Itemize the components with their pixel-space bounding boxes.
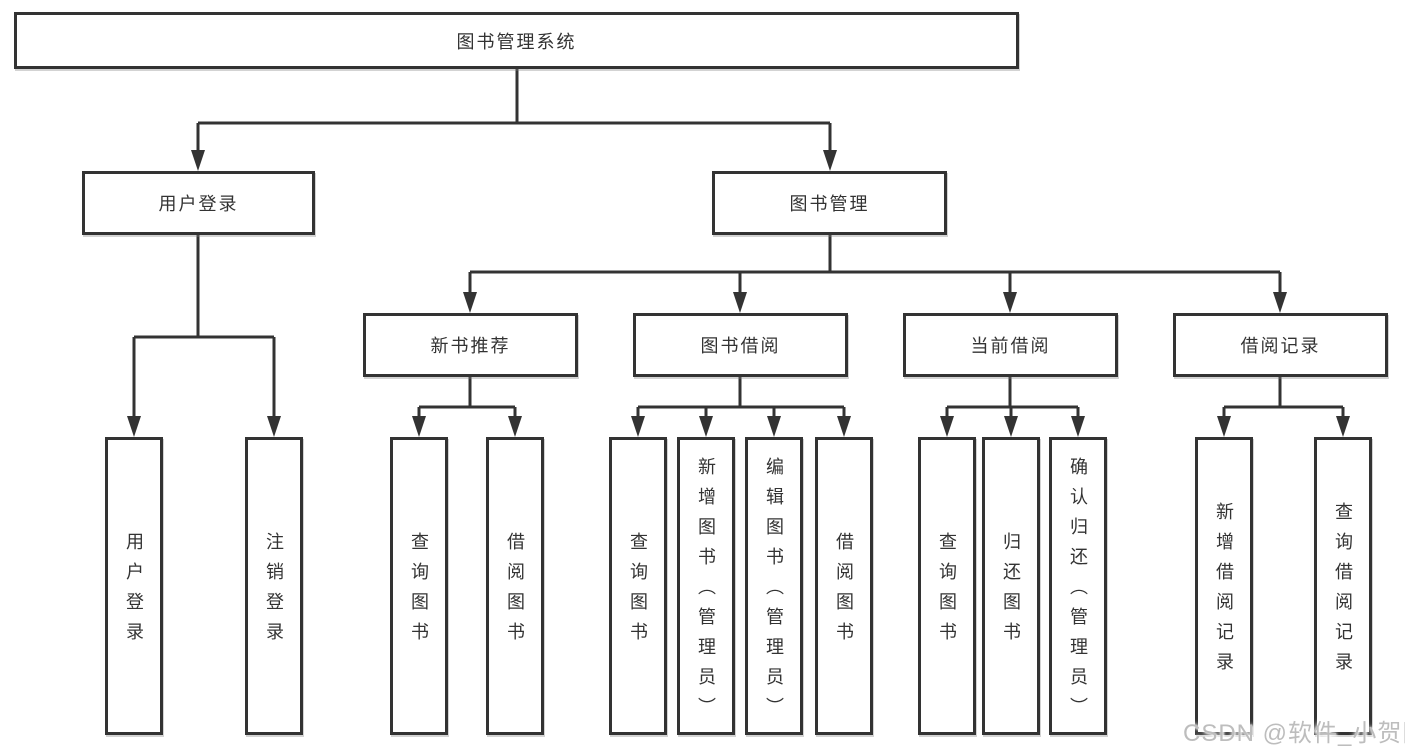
leaf-cb-query-books: 查询图书 bbox=[918, 437, 976, 735]
leaf-user-login-label: 用户登录 bbox=[124, 532, 144, 652]
arrow-down-icon bbox=[1217, 416, 1231, 437]
arrow-down-icon bbox=[1003, 292, 1017, 313]
connector-root-to-level2 bbox=[196, 69, 832, 152]
arrow-down-icon bbox=[463, 292, 477, 313]
connector-line bbox=[417, 377, 517, 418]
leaf-bb-query-books: 查询图书 bbox=[609, 437, 667, 735]
leaf-cb-confirm-return-admin: 确认归还（管理员） bbox=[1049, 437, 1107, 735]
node-root-label: 图书管理系统 bbox=[456, 31, 577, 52]
connector-bookborrow-to-leaves bbox=[636, 377, 846, 418]
arrow-down-icon bbox=[267, 416, 281, 437]
node-book-management: 图书管理 bbox=[712, 171, 947, 235]
node-current-borrow: 当前借阅 bbox=[903, 313, 1118, 377]
leaf-cb-return-books: 归还图书 bbox=[982, 437, 1040, 735]
arrow-down-icon bbox=[191, 150, 205, 171]
node-root: 图书管理系统 bbox=[14, 12, 1019, 69]
arrow-down-icon bbox=[1004, 416, 1018, 437]
connector-currentborrow-to-leaves bbox=[945, 377, 1080, 418]
node-new-book-recommend: 新书推荐 bbox=[363, 313, 578, 377]
connector-bookmgmt-to-level3 bbox=[468, 235, 1282, 294]
arrow-down-icon bbox=[1071, 416, 1085, 437]
node-book-borrow-label: 图书借阅 bbox=[700, 336, 781, 356]
leaf-bb-add-books-admin: 新增图书（管理员） bbox=[677, 437, 735, 735]
watermark: CSDN @软件_小贺同学 bbox=[1183, 720, 1405, 747]
leaf-bb-borrow-books-label: 借阅图书 bbox=[834, 532, 854, 652]
node-current-borrow-label: 当前借阅 bbox=[970, 336, 1051, 356]
connector-line bbox=[468, 235, 1282, 294]
node-borrow-records-label: 借阅记录 bbox=[1240, 336, 1321, 356]
leaf-bb-edit-books-admin-label: 编辑图书（管理员） bbox=[764, 457, 784, 727]
arrow-down-icon bbox=[508, 416, 522, 437]
node-new-book-recommend-label: 新书推荐 bbox=[430, 336, 511, 356]
leaf-logout-label: 注销登录 bbox=[264, 532, 284, 652]
node-book-management-label: 图书管理 bbox=[789, 194, 870, 214]
arrow-down-icon bbox=[823, 150, 837, 171]
leaf-cb-confirm-return-admin-label: 确认归还（管理员） bbox=[1068, 457, 1088, 727]
arrow-down-icon bbox=[1336, 416, 1350, 437]
leaf-br-query-record: 查询借阅记录 bbox=[1314, 437, 1372, 735]
leaf-br-query-record-label: 查询借阅记录 bbox=[1333, 502, 1353, 682]
arrow-down-icon bbox=[631, 416, 645, 437]
leaf-bb-borrow-books: 借阅图书 bbox=[815, 437, 873, 735]
arrow-down-icon bbox=[412, 416, 426, 437]
node-user-login: 用户登录 bbox=[82, 171, 315, 235]
connector-line bbox=[132, 235, 276, 418]
node-borrow-records: 借阅记录 bbox=[1173, 313, 1388, 377]
leaf-rec-borrow-books-label: 借阅图书 bbox=[505, 532, 525, 652]
connector-line bbox=[196, 69, 832, 152]
leaf-bb-edit-books-admin: 编辑图书（管理员） bbox=[745, 437, 803, 735]
leaf-rec-query-books-label: 查询图书 bbox=[409, 532, 429, 652]
connector-line bbox=[636, 377, 846, 418]
arrowheads bbox=[127, 150, 1350, 437]
arrow-down-icon bbox=[127, 416, 141, 437]
leaf-br-add-record-label: 新增借阅记录 bbox=[1214, 502, 1234, 682]
leaf-rec-borrow-books: 借阅图书 bbox=[486, 437, 544, 735]
leaf-user-login: 用户登录 bbox=[105, 437, 163, 735]
arrow-down-icon bbox=[699, 416, 713, 437]
connector-userlogin-to-leaves bbox=[132, 235, 276, 418]
leaf-rec-query-books: 查询图书 bbox=[390, 437, 448, 735]
arrow-down-icon bbox=[1273, 292, 1287, 313]
node-user-login-label: 用户登录 bbox=[158, 194, 239, 214]
leaf-logout: 注销登录 bbox=[245, 437, 303, 735]
node-book-borrow: 图书借阅 bbox=[633, 313, 848, 377]
leaf-br-add-record: 新增借阅记录 bbox=[1195, 437, 1253, 735]
leaf-bb-add-books-admin-label: 新增图书（管理员） bbox=[696, 457, 716, 727]
leaf-cb-query-books-label: 查询图书 bbox=[937, 532, 957, 652]
connector-newbookrec-to-leaves bbox=[417, 377, 517, 418]
arrow-down-icon bbox=[767, 416, 781, 437]
arrow-down-icon bbox=[837, 416, 851, 437]
leaf-cb-return-books-label: 归还图书 bbox=[1001, 532, 1021, 652]
connector-borrowrecords-to-leaves bbox=[1222, 377, 1345, 418]
leaf-bb-query-books-label: 查询图书 bbox=[628, 532, 648, 652]
connector-line bbox=[945, 377, 1080, 418]
arrow-down-icon bbox=[733, 292, 747, 313]
arrow-down-icon bbox=[940, 416, 954, 437]
connector-line bbox=[1222, 377, 1345, 418]
